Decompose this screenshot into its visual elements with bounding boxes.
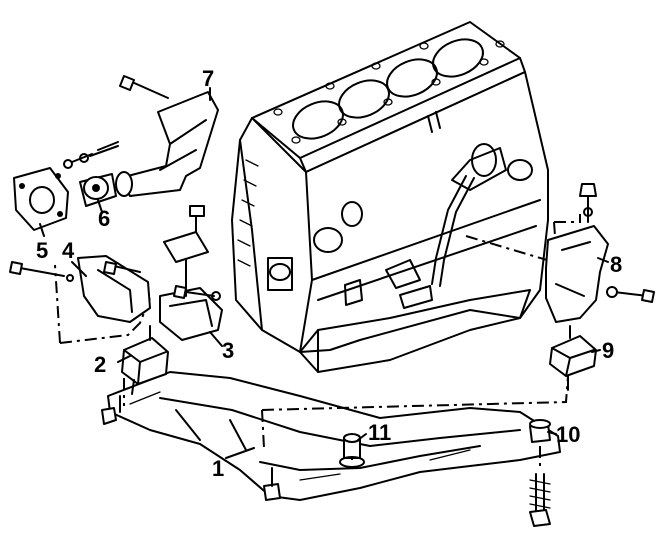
subframe	[107, 371, 561, 501]
callout-5: 5	[36, 238, 48, 263]
callout-10: 10	[556, 422, 580, 447]
callout-6: 6	[98, 206, 110, 231]
callout-4: 4	[62, 238, 75, 263]
rubber-mount-2	[101, 325, 169, 425]
flange-plate-5	[13, 141, 119, 231]
bracket-8	[545, 183, 655, 323]
bushing-10	[529, 419, 551, 527]
bracket-4	[9, 255, 151, 323]
engine-block	[231, 21, 549, 373]
callout-3: 3	[222, 338, 234, 363]
callout-2: 2	[94, 352, 106, 377]
bracket-7	[115, 75, 219, 197]
bracket-3	[159, 205, 223, 341]
callout-9: 9	[602, 338, 614, 363]
bushing-6	[79, 173, 117, 207]
callout-leaders	[39, 87, 609, 459]
callout-11: 11	[368, 420, 391, 445]
callout-1: 1	[212, 456, 224, 481]
callout-labels: 1 2 3 4 5 6 7 8 9 10 11	[36, 66, 622, 481]
callout-7: 7	[202, 66, 214, 91]
fasteners	[119, 395, 281, 501]
callout-8: 8	[610, 252, 622, 277]
rubber-mount-9	[549, 325, 597, 391]
